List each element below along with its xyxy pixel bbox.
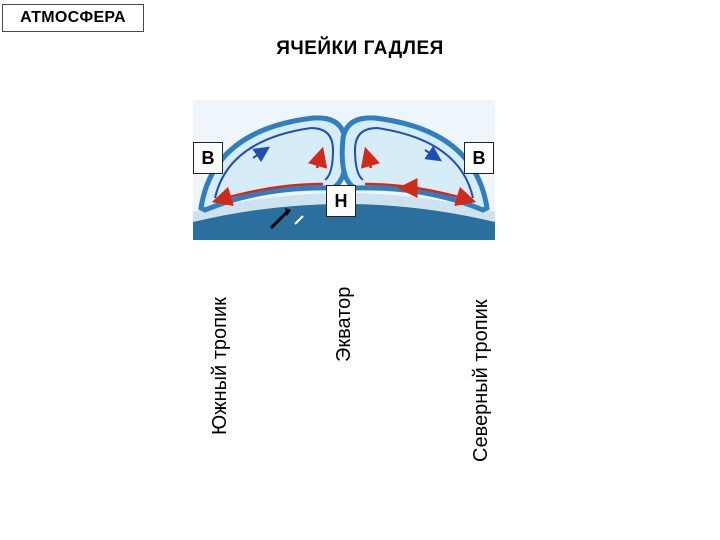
low-pressure-center: Н <box>326 185 356 217</box>
page-title: ЯЧЕЙКИ ГАДЛЕЯ <box>0 38 720 60</box>
high-pressure-left: В <box>193 142 223 174</box>
south-tropic-label: Южный тропик <box>209 297 232 435</box>
high-pressure-right: В <box>464 142 494 174</box>
north-tropic-label: Северный тропик <box>470 299 493 462</box>
hadley-cells-diagram: В В Н <box>193 100 495 240</box>
equator-label: Экватор <box>333 287 356 362</box>
hadley-cells-illustration <box>193 100 495 240</box>
section-tag: АТМОСФЕРА <box>2 4 144 32</box>
